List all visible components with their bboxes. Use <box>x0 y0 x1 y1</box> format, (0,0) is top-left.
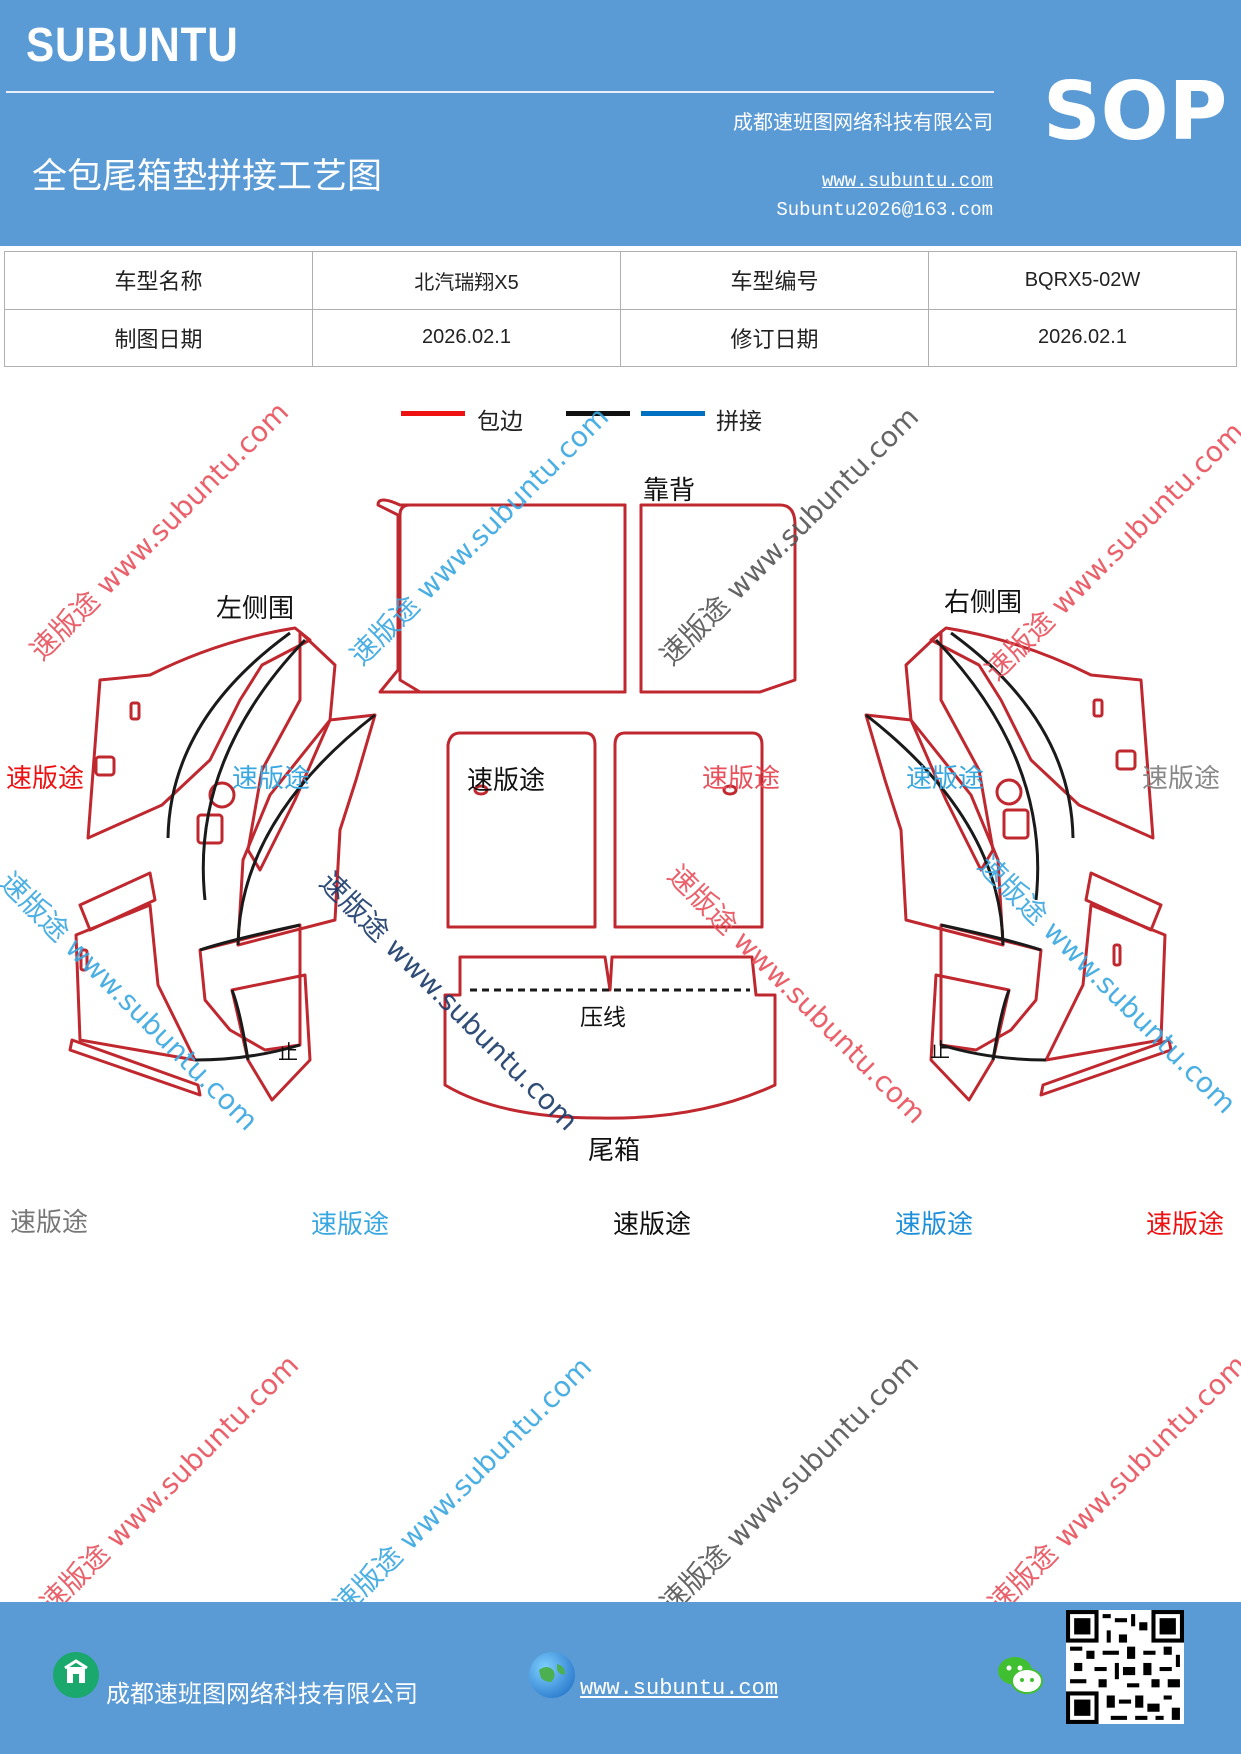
legend-line-red <box>401 411 465 416</box>
watermark-row2-4: 速版途 <box>895 1210 974 1240</box>
left-side-square <box>196 813 224 845</box>
watermark-row1-4: 速版途 <box>906 764 985 794</box>
floor-hole-right <box>722 784 738 796</box>
label-left-side: 左侧围 <box>216 594 295 624</box>
watermark-row2-1: 速版途 <box>10 1208 89 1238</box>
right-side-fender <box>904 630 995 872</box>
left-lower-1 <box>78 871 157 932</box>
label-stop-right: 止 <box>930 1038 950 1062</box>
document-title: 全包尾箱垫拼接工艺图 <box>32 157 383 197</box>
table-row: 制图日期 2026.02.1 修订日期 2026.02.1 <box>4 308 1237 367</box>
table-cell: 制图日期 <box>4 308 313 367</box>
left-lower-3 <box>68 1038 202 1097</box>
table-cell: 2026.02.1 <box>312 308 621 367</box>
company-name: 成都速班图网络科技有限公司 <box>733 110 993 134</box>
watermark-row2-2: 速版途 <box>311 1210 390 1240</box>
watermark-diagonal: 速版途 www.subuntu.com <box>33 1348 306 1620</box>
label-press-line: 压线 <box>580 1005 626 1031</box>
right-lower-3 <box>1039 1038 1173 1097</box>
right-side-square <box>1002 808 1030 840</box>
watermark-row1-2: 速版途 <box>232 764 311 794</box>
sop-badge: SOP <box>1043 65 1228 158</box>
qr-code-icon[interactable] <box>1066 1610 1184 1724</box>
watermark-diagonal: 速版途 www.subuntu.com <box>326 1350 599 1622</box>
left-side-slot-1 <box>129 701 141 721</box>
watermark-row2-3: 速版途 <box>613 1210 692 1240</box>
header-divider <box>6 91 994 93</box>
footer-company: 成都速班图网络科技有限公司 <box>106 1680 418 1708</box>
right-seam-2 <box>934 638 1040 901</box>
label-floor-brand: 速版途 <box>467 766 546 796</box>
right-side-upper <box>929 626 1155 840</box>
info-table: 车型名称 北汽瑞翔X5 车型编号 BQRX5-02W 制图日期 2026.02.… <box>4 251 1237 367</box>
right-lower-1 <box>1084 871 1163 932</box>
website-link[interactable]: www.subuntu.com <box>821 170 993 192</box>
label-back: 靠背 <box>643 476 696 506</box>
brand-logo: SUBUNTU <box>26 19 239 72</box>
left-seam-2 <box>201 638 307 901</box>
left-seam-1 <box>166 631 291 839</box>
legend-label-edge: 包边 <box>477 409 523 435</box>
left-side-fender <box>246 630 337 872</box>
right-seam-3 <box>865 713 1005 946</box>
back-panel-right <box>639 503 797 694</box>
table-cell: 车型名称 <box>4 251 313 310</box>
right-side-hole <box>995 778 1023 806</box>
legend-line-black <box>566 411 630 416</box>
wechat-icon[interactable] <box>996 1654 1044 1698</box>
watermark-row1-3: 速版途 <box>702 764 781 794</box>
table-cell: BQRX5-02W <box>928 251 1237 310</box>
left-side-upper <box>86 626 312 840</box>
watermark-row1-5: 速版途 <box>1142 764 1221 794</box>
legend-label-seam: 拼接 <box>716 409 762 435</box>
back-panel-left <box>376 498 627 694</box>
label-stop-left: 止 <box>278 1040 298 1064</box>
left-side-hole <box>208 781 236 809</box>
floor-hole-left <box>473 784 489 796</box>
back-panel-left-outline <box>398 503 627 694</box>
right-seam-1 <box>950 631 1075 839</box>
right-lower-slot <box>1112 943 1122 967</box>
watermark-diagonal: 速版途 www.subuntu.com <box>653 1348 926 1620</box>
mat-diagram <box>68 498 1173 1120</box>
left-seam-6 <box>230 989 250 1061</box>
left-side-slot-2 <box>94 755 116 777</box>
table-cell: 北汽瑞翔X5 <box>312 251 621 310</box>
globe-icon <box>529 1652 575 1698</box>
left-seam-4 <box>199 923 301 952</box>
table-cell: 车型编号 <box>620 251 929 310</box>
left-lower-slot <box>79 948 89 972</box>
footer-website[interactable]: www.subuntu.com <box>580 1676 779 1701</box>
table-cell: 修订日期 <box>620 308 929 367</box>
right-side-arch <box>864 713 1005 947</box>
right-seam-6 <box>991 989 1011 1061</box>
table-row: 车型名称 北汽瑞翔X5 车型编号 BQRX5-02W <box>4 251 1237 310</box>
right-side-slot-2 <box>1115 749 1137 771</box>
watermark-diagonal: 速版途 www.subuntu.com <box>981 1348 1241 1620</box>
header-banner: SUBUNTU SOP 成都速班图网络科技有限公司 全包尾箱垫拼接工艺图 www… <box>0 0 1241 246</box>
right-side-slot-1 <box>1092 698 1104 718</box>
right-seam-4 <box>940 923 1042 952</box>
floor-panel-right <box>613 731 764 929</box>
floor-panel-left <box>446 731 597 929</box>
right-lower-2 <box>1044 903 1167 1062</box>
watermark-row2-5: 速版途 <box>1146 1210 1225 1240</box>
label-right-side: 右侧围 <box>944 588 1023 618</box>
email-address: Subuntu2026@163.com <box>776 199 993 221</box>
table-cell: 2026.02.1 <box>928 308 1237 367</box>
trunk-panel <box>443 955 777 1120</box>
legend-line-blue <box>641 411 705 416</box>
left-side-arch <box>236 713 377 947</box>
label-trunk: 尾箱 <box>588 1136 641 1166</box>
watermark-row1-1: 速版途 <box>6 764 85 794</box>
building-icon <box>53 1652 99 1698</box>
left-lower-2 <box>74 903 197 1062</box>
left-seam-3 <box>236 713 376 946</box>
footer-banner: 成都速班图网络科技有限公司 www.subuntu.com <box>0 1602 1241 1754</box>
